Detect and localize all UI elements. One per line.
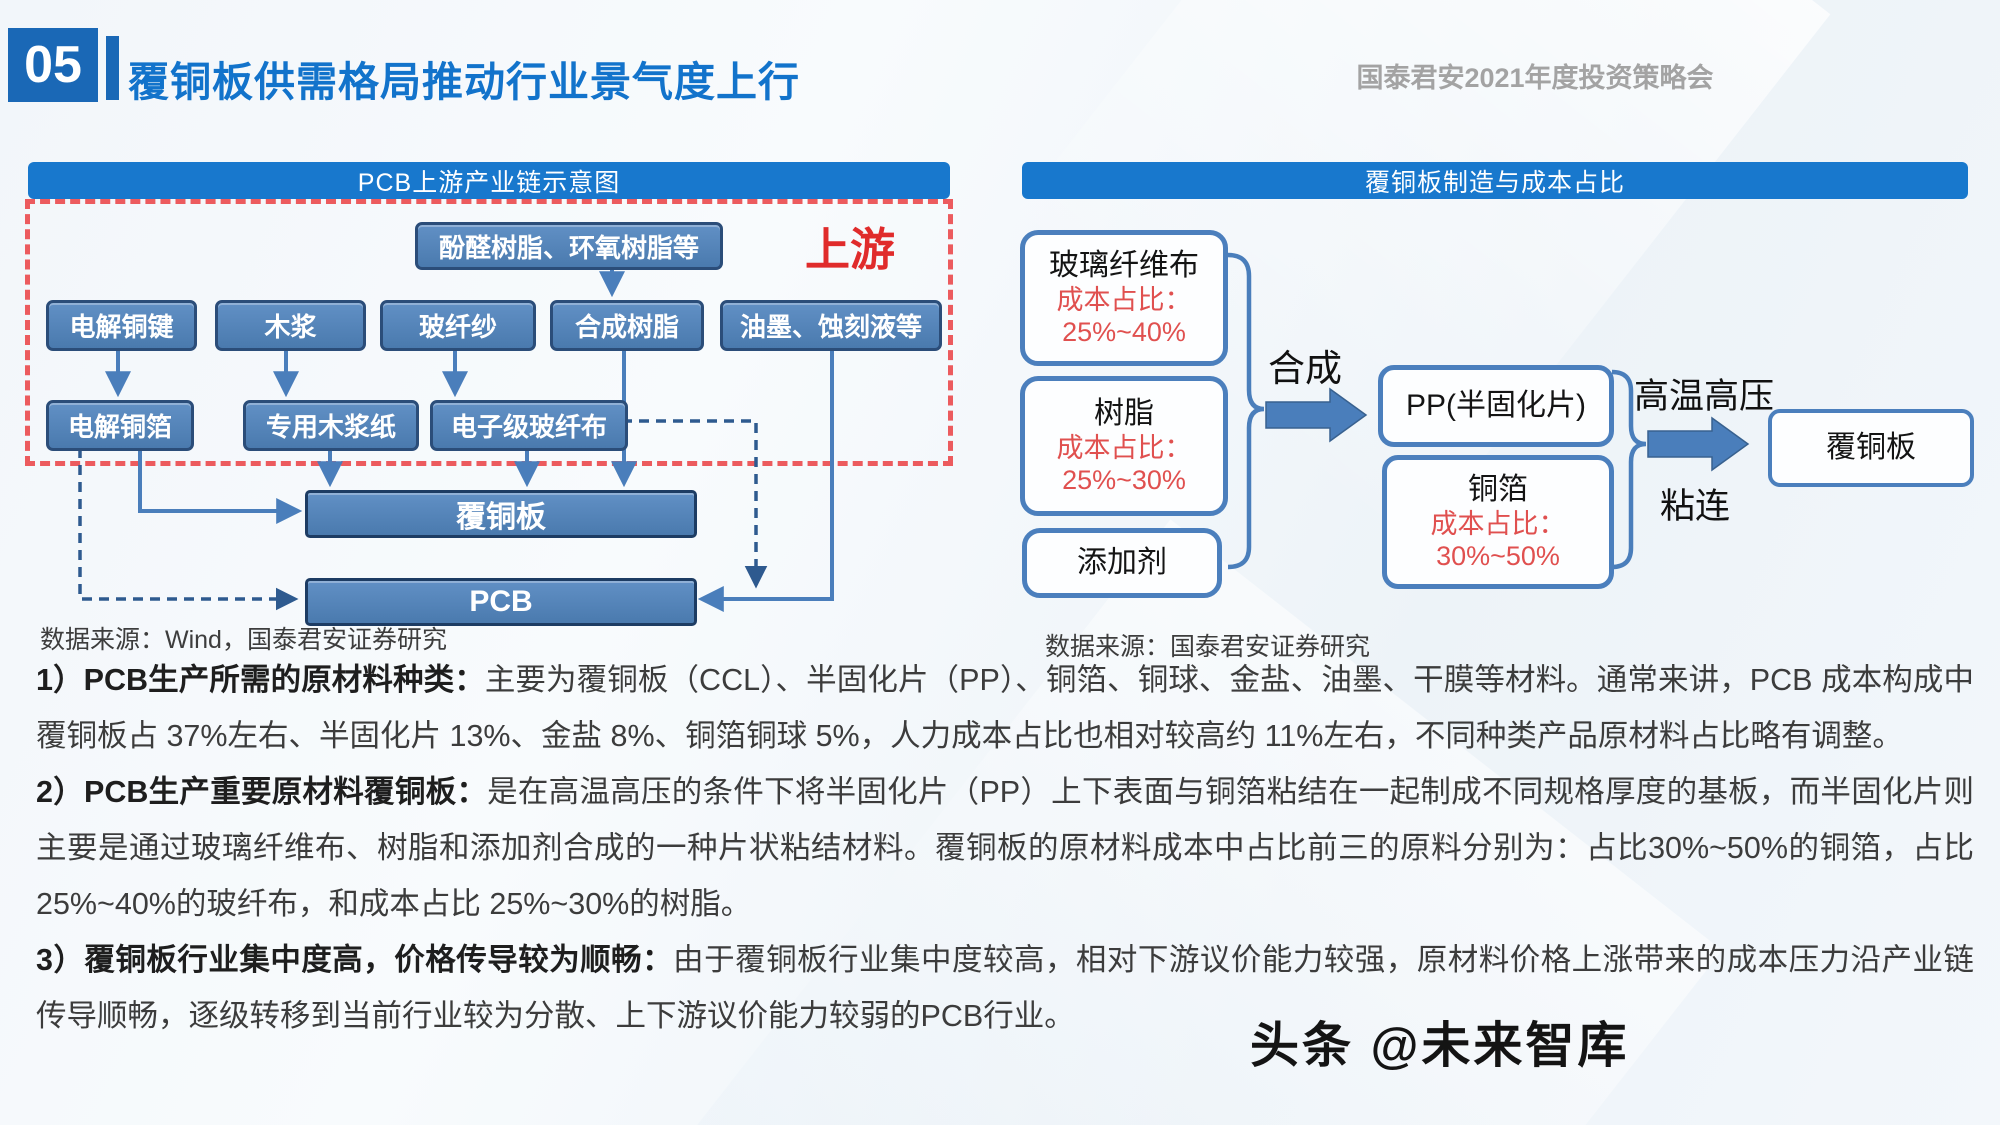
right-panel-title: 覆铜板制造与成本占比 — [1022, 162, 1968, 199]
fiberglass-name: 玻璃纤维布 — [1049, 248, 1199, 282]
watermark: 头条 @未来智库 — [1250, 1019, 1630, 1073]
upstream-label: 上游 — [805, 224, 896, 275]
box-wood-pulp: 木浆 — [215, 300, 366, 351]
box-phenolic-epoxy-resin: 酚醛树脂、环氧树脂等 — [415, 222, 723, 270]
box-ink-etchant: 油墨、蚀刻液等 — [720, 300, 942, 351]
paragraph-1-lead: 1）PCB生产所需的原材料种类： — [36, 663, 485, 697]
copper-foil-name: 铜箔 — [1468, 472, 1528, 506]
body-text: 1）PCB生产所需的原材料种类：主要为覆铜板（CCL）、半固化片（PP）、铜箔、… — [36, 652, 1974, 1044]
page-title: 覆铜板供需格局推动行业景气度上行 — [128, 59, 800, 105]
box-pulp-paper: 专用木浆纸 — [243, 400, 419, 451]
resin-cost-label: 成本占比： — [1056, 432, 1192, 463]
box-additive: 添加剂 — [1022, 528, 1222, 598]
resin-name: 树脂 — [1094, 396, 1154, 430]
fiberglass-cost-label: 成本占比： — [1056, 284, 1192, 315]
box-ccl: 覆铜板 — [305, 490, 697, 538]
box-copper-foil: 铜箔 成本占比： 30%~50% — [1382, 455, 1614, 589]
copper-foil-cost-label: 成本占比： — [1430, 508, 1566, 539]
dashed-arrow-foil-to-pcb — [78, 448, 299, 611]
box-fiberglass-cloth: 玻璃纤维布 成本占比： 25%~40% — [1020, 230, 1228, 366]
box-electrolytic-copper-foil: 电解铜箔 — [46, 400, 194, 451]
right-source-note: 数据来源：国泰君安证券研究 — [1045, 633, 1371, 661]
paragraph-1-text: 主要为覆铜板（CCL）、半固化片（PP）、铜箔、铜球、金盐、油墨、干膜等材料。通… — [36, 663, 1975, 753]
block-arrow-synthesis — [1265, 387, 1368, 443]
paragraph-1: 1）PCB生产所需的原材料种类：主要为覆铜板（CCL）、半固化片（PP）、铜箔、… — [36, 652, 1974, 764]
box-resin: 树脂 成本占比： 25%~30% — [1020, 376, 1228, 516]
fiberglass-cost-value: 25%~40% — [1062, 317, 1186, 347]
paragraph-2-lead: 2）PCB生产重要原材料覆铜板： — [36, 775, 488, 809]
paragraph-3-lead: 3）覆铜板行业集中度高，价格传导较为顺畅： — [36, 943, 674, 977]
box-electronic-glass-cloth: 电子级玻纤布 — [430, 400, 628, 451]
press-label-bottom: 粘连 — [1660, 487, 1731, 526]
box-synthetic-resin: 合成树脂 — [550, 300, 704, 351]
copper-foil-cost-value: 30%~50% — [1436, 541, 1560, 571]
paragraph-2: 2）PCB生产重要原材料覆铜板：是在高温高压的条件下将半固化片（PP）上下表面与… — [36, 764, 1974, 932]
paragraph-3-text: 由于覆铜板行业集中度较高，相对下游议价能力较强，原材料价格上涨带来的成本压力沿产… — [36, 943, 1974, 1033]
paragraph-2-text: 是在高温高压的条件下将半固化片（PP）上下表面与铜箔粘结在一起制成不同规格厚度的… — [36, 775, 1975, 921]
upstream-dashed-border — [25, 199, 953, 466]
paragraph-3: 3）覆铜板行业集中度高，价格传导较为顺畅：由于覆铜板行业集中度较高，相对下游议价… — [36, 932, 1974, 1044]
box-pp-prepreg: PP(半固化片) — [1378, 365, 1614, 447]
brace-materials — [1227, 252, 1265, 570]
slide-number: 05 — [8, 28, 98, 102]
event-label: 国泰君安2021年度投资策略会 — [1356, 63, 1714, 93]
box-ccl-final: 覆铜板 — [1768, 409, 1974, 487]
box-electrolytic-copper: 电解铜键 — [46, 300, 197, 351]
synthesis-label: 合成 — [1268, 348, 1342, 389]
ccl-final-name: 覆铜板 — [1826, 431, 1916, 464]
resin-cost-value: 25%~30% — [1062, 465, 1186, 495]
left-source-note: 数据来源：Wind，国泰君安证券研究 — [40, 626, 447, 654]
press-label-top: 高温高压 — [1634, 377, 1775, 416]
block-arrow-press — [1647, 416, 1750, 472]
box-glass-yarn: 玻纤纱 — [380, 300, 536, 351]
box-pcb: PCB — [305, 578, 697, 626]
title-divider — [106, 36, 119, 100]
pp-name: PP(半固化片) — [1406, 389, 1586, 422]
left-panel-title: PCB上游产业链示意图 — [28, 162, 950, 199]
additive-name: 添加剂 — [1077, 546, 1167, 579]
